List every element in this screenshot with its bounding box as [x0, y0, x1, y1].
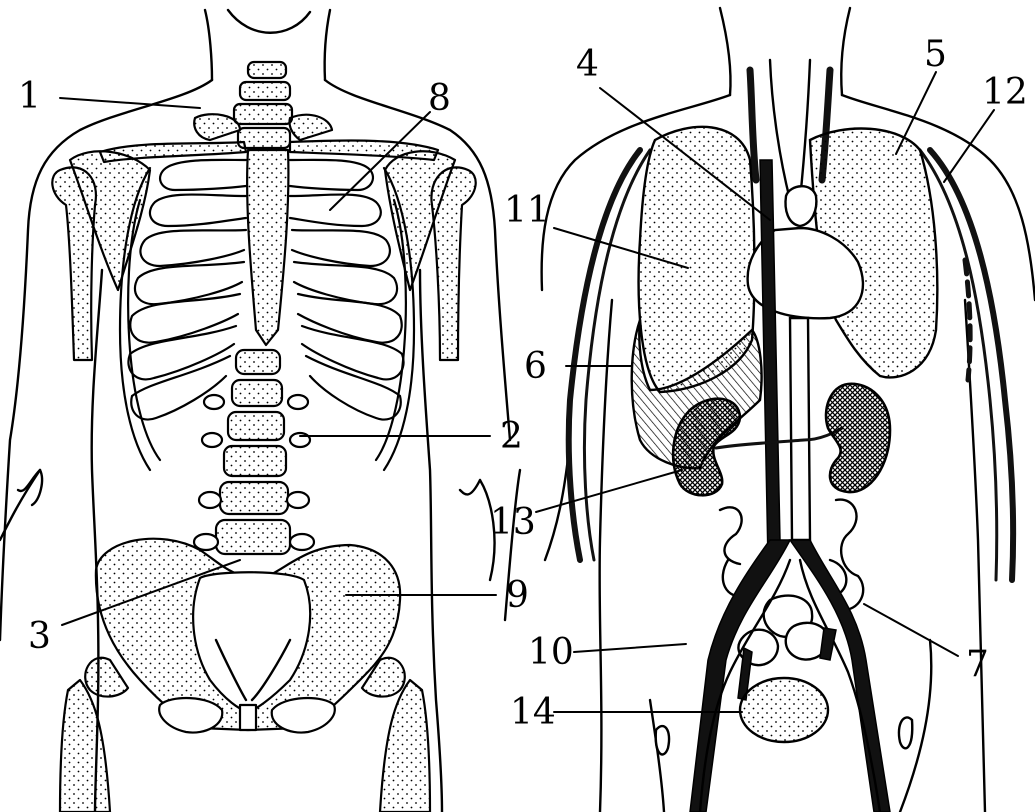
label-8: 8	[428, 78, 451, 119]
label-12: 12	[982, 72, 1028, 113]
obturator-right	[272, 698, 335, 733]
kidney-right	[826, 384, 890, 492]
humerus-left	[52, 167, 96, 360]
femur-left	[60, 680, 110, 812]
label-11: 11	[504, 190, 550, 231]
left-body-outline	[205, 10, 212, 80]
label-1: 1	[18, 76, 41, 117]
label-3: 3	[28, 616, 51, 657]
label-14: 14	[510, 692, 556, 733]
humerus-right	[431, 167, 475, 360]
label-9: 9	[506, 575, 529, 616]
pubic-symphysis	[240, 705, 256, 730]
label-5: 5	[924, 34, 947, 75]
ribcage-right	[290, 160, 414, 470]
organs-figure	[542, 8, 1035, 812]
obturator-left	[159, 698, 222, 733]
femur-right	[380, 680, 430, 812]
label-13: 13	[490, 502, 536, 543]
femur-head-left	[85, 658, 128, 697]
aortic-arch	[786, 186, 817, 226]
label-6: 6	[524, 346, 547, 387]
label-7: 7	[966, 644, 989, 685]
label-4: 4	[576, 44, 599, 85]
acromion-left	[194, 114, 240, 140]
skeleton-figure	[0, 10, 520, 812]
acromion-right	[289, 115, 332, 140]
cervical-vertebrae	[234, 62, 292, 148]
label-10: 10	[528, 632, 574, 673]
right-body-outline	[720, 8, 731, 95]
bladder	[740, 678, 828, 742]
sternum	[247, 150, 288, 345]
label-2: 2	[500, 416, 523, 457]
lumbar-spine	[194, 350, 314, 554]
